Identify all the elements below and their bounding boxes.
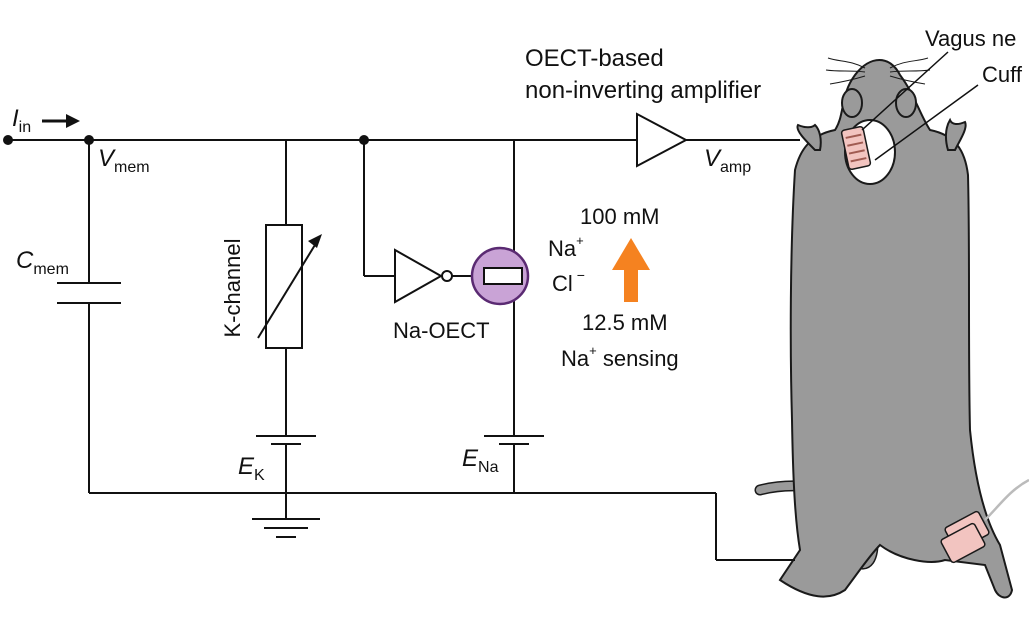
ena-label: ENa <box>462 445 499 476</box>
na-oect-label: Na-OECT <box>393 318 490 343</box>
na-ion-label: Na+ <box>548 233 584 261</box>
concentration-low: 12.5 mM <box>582 310 668 335</box>
mouse-right-paw <box>944 117 967 151</box>
oect-amplifier <box>636 112 689 168</box>
concentration-arrow <box>612 238 650 302</box>
vmem-label: Vmem <box>98 145 150 176</box>
membrane-capacitor <box>57 282 121 304</box>
input-terminal <box>3 135 13 145</box>
junction-gate <box>359 135 369 145</box>
mouse-left-paw <box>796 123 822 151</box>
circuit-wires <box>8 139 800 561</box>
cmem-label: Cmem <box>16 247 69 278</box>
mouse-illustration <box>754 57 1029 599</box>
vagus-nerve-label: Vagus ne <box>925 26 1016 51</box>
mouse-whiskers <box>825 57 931 85</box>
leg-electrode-lead <box>984 478 1029 521</box>
ek-battery <box>256 435 316 445</box>
na-oect-inverter <box>394 248 472 304</box>
junction-vmem <box>84 135 94 145</box>
concentration-high: 100 mM <box>580 204 659 229</box>
ground-symbol <box>252 518 320 538</box>
na-sensing-label: Na+ sensing <box>561 343 679 371</box>
cuff-leader-line <box>874 84 979 161</box>
cl-ion-label: Cl− <box>552 267 585 296</box>
k-channel-label: K-channel <box>220 238 245 337</box>
input-current-label: Iin <box>12 105 31 136</box>
vamp-label: Vamp <box>704 145 751 176</box>
input-current-arrow <box>42 114 80 128</box>
amplifier-label-line1: OECT-based <box>525 45 664 72</box>
na-oect-device <box>470 246 530 306</box>
mouse-ear-right <box>895 88 917 118</box>
mouse-ear-left <box>841 88 863 118</box>
amplifier-label-line2: non-inverting amplifier <box>525 77 761 104</box>
ek-label: EK <box>238 453 265 484</box>
ena-battery <box>484 435 544 445</box>
mouse-body <box>778 59 1014 599</box>
k-channel-resistor <box>257 224 322 349</box>
vagus-leader-line <box>861 51 949 131</box>
cuff-label: Cuff <box>982 62 1023 87</box>
